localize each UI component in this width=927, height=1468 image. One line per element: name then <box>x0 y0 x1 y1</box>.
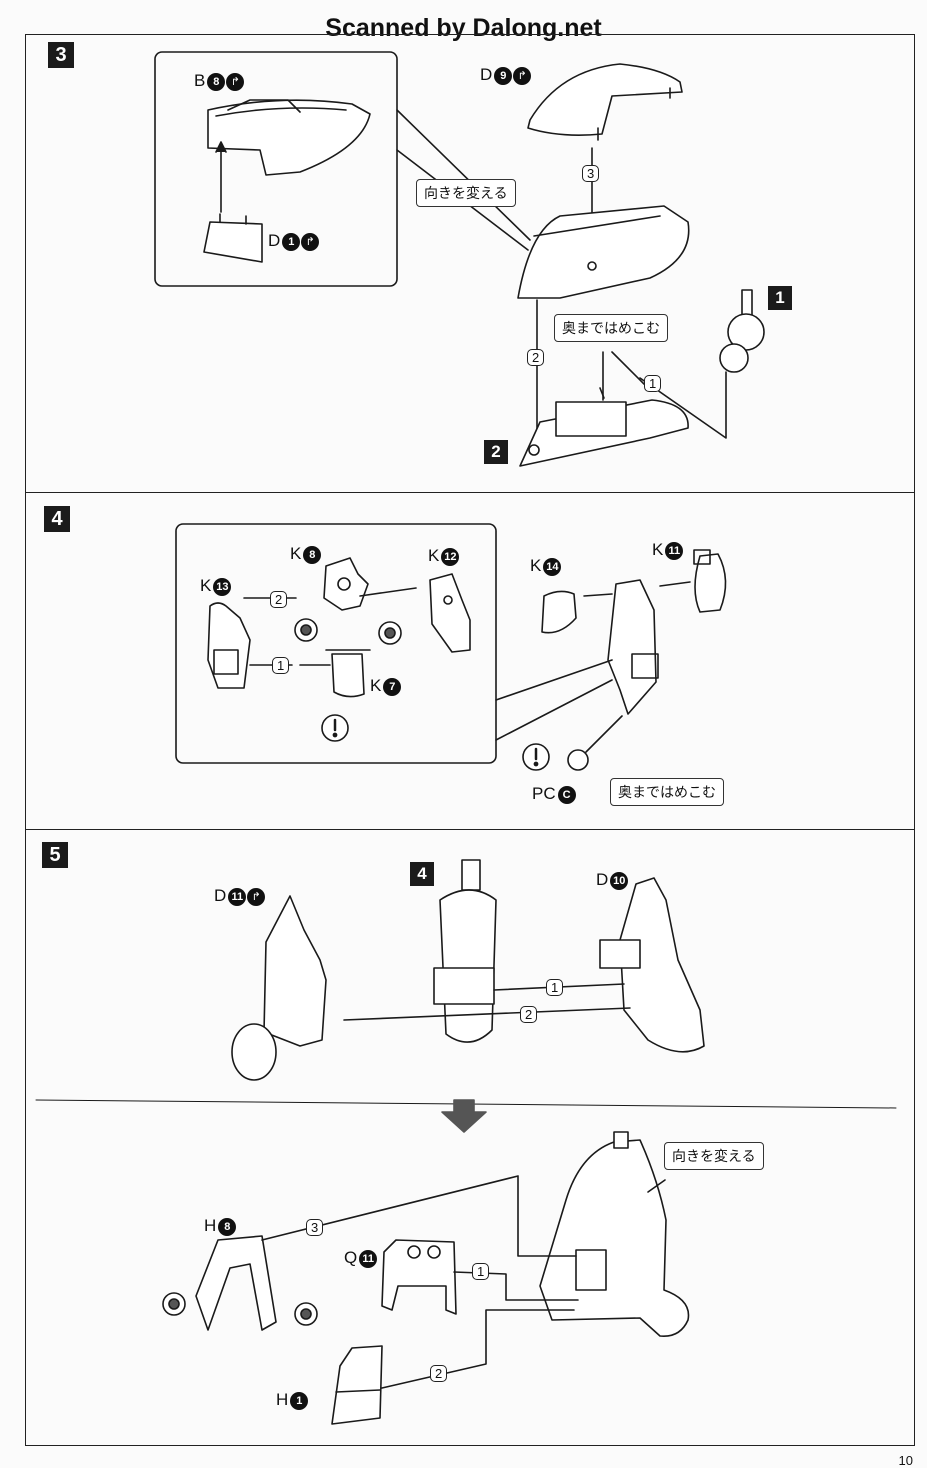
part-q11 <box>381 1239 457 1315</box>
order-mark: 2 <box>527 349 545 366</box>
part-d10 <box>599 877 705 1053</box>
arrow-head <box>599 387 605 399</box>
detail-inset-panel <box>154 51 398 287</box>
sanding-icon <box>378 621 402 645</box>
caution-icon <box>522 743 550 771</box>
arrow-line <box>343 1007 631 1021</box>
sanding-icon <box>294 618 318 642</box>
step-separator <box>25 829 915 830</box>
leader-line <box>611 351 645 385</box>
gate-cut-icon: ↱ <box>226 73 245 91</box>
step-number: 4 <box>44 506 70 532</box>
step-separator <box>25 492 915 493</box>
page-frame <box>25 34 915 1446</box>
subassembly-ref: 1 <box>768 286 792 310</box>
push-fully-callout: 奥まではめこむ <box>610 778 724 806</box>
arrow-line <box>583 593 613 597</box>
order-mark: 1 <box>546 979 564 996</box>
leader-line <box>396 109 531 241</box>
subassembly-ref: 2 <box>484 440 508 464</box>
part-h1 <box>331 1345 383 1425</box>
part-d11 <box>231 895 327 1081</box>
part-d1-block <box>203 213 263 263</box>
part-base <box>519 399 689 467</box>
part-b8-shell <box>207 99 371 176</box>
leader-line <box>495 659 613 701</box>
order-mark: 2 <box>270 591 288 608</box>
leader-line <box>647 1179 666 1193</box>
watermark: Scanned by Dalong.net <box>0 14 927 43</box>
gate-cut-icon: ↱ <box>301 233 320 251</box>
part-main-body <box>517 205 690 299</box>
subassembly-ref: 4 <box>410 862 434 886</box>
order-mark: 1 <box>472 1263 490 1280</box>
arrow-head <box>215 141 227 153</box>
detail-inset-panel <box>175 523 497 764</box>
turn-around-callout: 向きを変える <box>664 1142 764 1170</box>
part-assembled-arm <box>607 579 659 715</box>
part-k12 <box>429 573 471 653</box>
part-k8 <box>323 557 369 611</box>
assembly-path-line <box>261 1175 577 1257</box>
part-subassembly-4 <box>433 859 497 1043</box>
order-mark: 2 <box>430 1365 448 1382</box>
gate-cut-icon: ↱ <box>513 67 532 85</box>
sanding-icon <box>162 1292 186 1316</box>
caution-icon <box>321 714 349 742</box>
part-pc-cap <box>567 749 589 771</box>
sanding-icon <box>294 1302 318 1326</box>
part-d9-cap <box>527 63 683 141</box>
arrow-line <box>359 587 417 597</box>
arrow-line <box>659 581 691 587</box>
order-mark: 1 <box>644 375 662 392</box>
part-k13 <box>207 602 251 689</box>
part-k7 <box>325 649 371 698</box>
turn-around-callout: 向きを変える <box>416 179 516 207</box>
order-mark: 3 <box>306 1219 324 1236</box>
step-number: 3 <box>48 42 74 68</box>
leader-line <box>495 679 613 741</box>
page-number: 10 <box>898 1453 913 1468</box>
order-mark: 2 <box>520 1006 538 1023</box>
order-mark: 3 <box>582 165 600 182</box>
part-h8 <box>195 1235 277 1331</box>
step-number: 5 <box>42 842 68 868</box>
push-fully-callout: 奥まではめこむ <box>554 314 668 342</box>
part-k11 <box>693 549 727 613</box>
part-ball-joint <box>719 289 765 373</box>
part-k14 <box>541 590 577 634</box>
leader-line <box>639 371 727 439</box>
assembly-path-line <box>381 1309 575 1389</box>
down-arrow <box>441 1099 487 1133</box>
gate-cut-icon: ↱ <box>247 888 266 906</box>
arrow-line <box>585 715 623 753</box>
order-mark: 1 <box>272 657 290 674</box>
